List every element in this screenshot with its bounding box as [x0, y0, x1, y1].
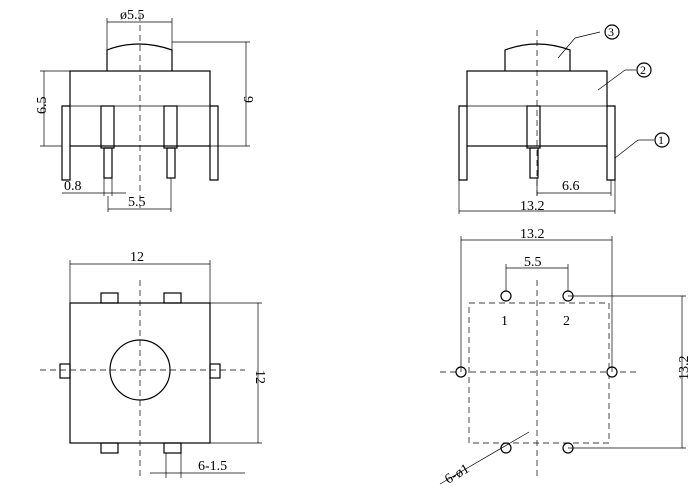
callout-2-label: 2 [640, 63, 646, 77]
hole-1 [500, 290, 512, 302]
dim-height-body-label: 6.5 [35, 97, 50, 115]
callout-1-circle [654, 132, 670, 148]
dim-holes-label: 6-ø1 [443, 462, 473, 488]
dim-footprint-spacing-label: 5.5 [524, 255, 542, 270]
dim-pin-spacing-label: 5.5 [128, 195, 146, 210]
callout-2-circle [636, 62, 652, 78]
dim-pin-label: 6-1.5 [198, 459, 227, 474]
front-view-right: 3 2 1 6.6 13.2 [458, 24, 670, 214]
dim-footprint-width-label: 13.2 [520, 227, 545, 242]
dim-diameter-label: ø5.5 [120, 8, 145, 23]
actuator-cap [106, 43, 173, 71]
dim-height-total-label: 9 [240, 96, 255, 103]
hole-5 [500, 442, 512, 454]
dim-footprint-height-label: 13.2 [677, 356, 692, 381]
pin-left [100, 105, 115, 149]
dim-width-right-label: 13.2 [520, 199, 545, 214]
front-view-left: ø5.5 9 6.5 0.8 5.5 [35, 8, 255, 212]
dim-pin-offset-label: 6.6 [562, 179, 580, 194]
dim-pin-width-label: 0.8 [64, 179, 82, 194]
dim-top-width-label: 12 [130, 250, 144, 265]
callout-3-circle [604, 24, 620, 40]
pad-label-1: 1 [501, 314, 508, 329]
footprint-outline [468, 302, 610, 444]
footprint-view: 1 2 13.2 5.5 13.2 6-ø1 [439, 227, 692, 488]
callout-3-label: 3 [608, 25, 614, 39]
dim-top-height-label: 12 [252, 370, 267, 384]
callout-1-label: 1 [658, 133, 664, 147]
pad-label-2: 2 [563, 314, 570, 329]
pin-right [163, 105, 178, 149]
actuator-cap-right [504, 43, 571, 71]
top-view-left: 12 12 6-1.5 [40, 250, 267, 478]
